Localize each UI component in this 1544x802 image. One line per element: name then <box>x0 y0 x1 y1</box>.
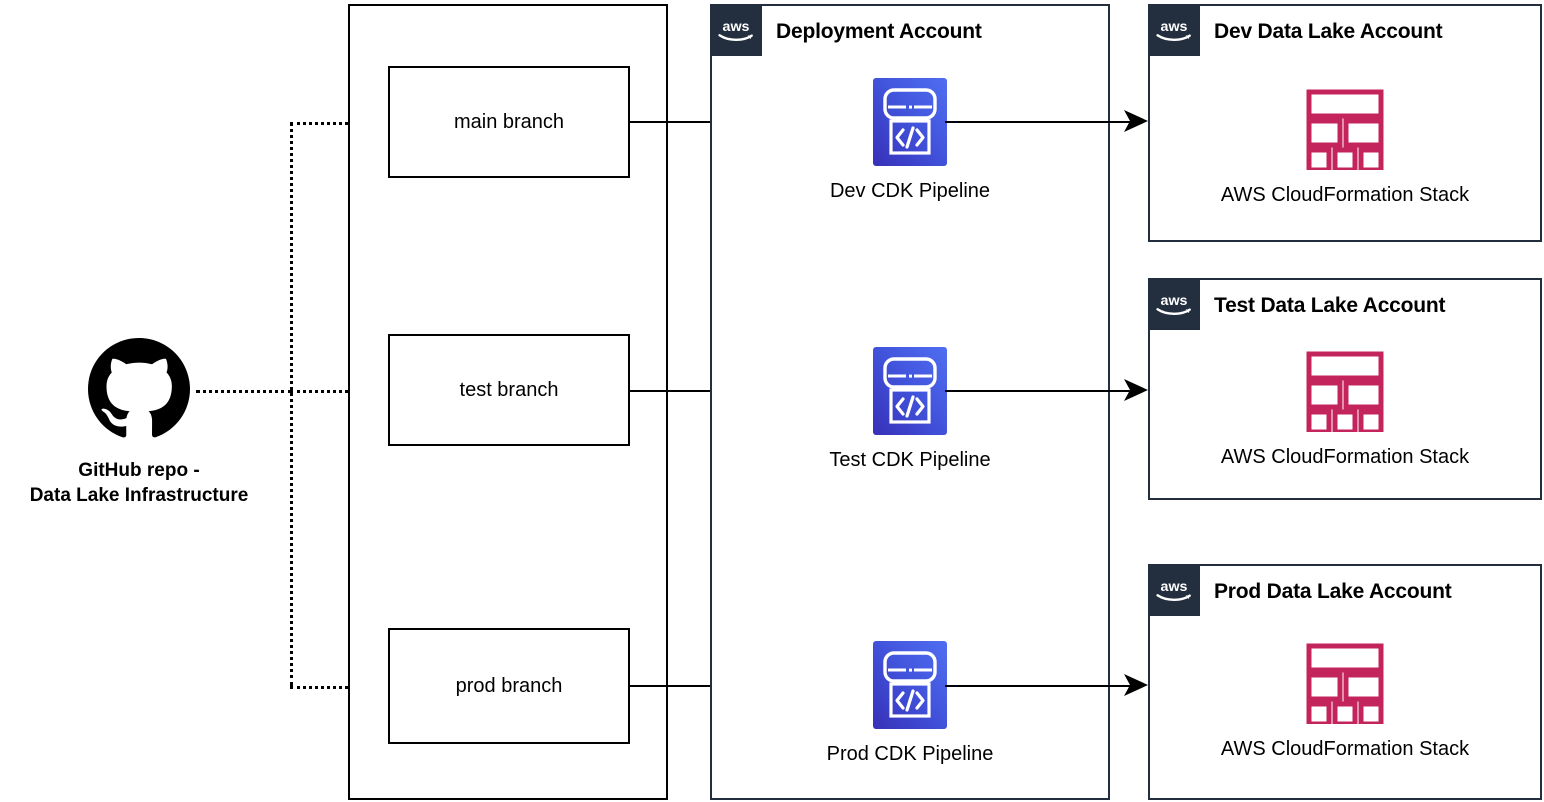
test-branch-box[interactable]: test branch <box>388 334 630 446</box>
aws-logo-icon: aws <box>1147 277 1200 330</box>
svg-text:aws: aws <box>1160 18 1187 34</box>
arrowhead-test-account <box>1124 379 1148 401</box>
prod-branch-label: prod branch <box>455 674 563 697</box>
test-cdk-pipeline-label: Test CDK Pipeline <box>829 449 991 471</box>
cdk-pipeline-icon <box>873 641 947 729</box>
svg-text:aws: aws <box>722 18 749 34</box>
dev-cdk-pipeline[interactable]: Dev CDK Pipeline <box>770 78 1050 203</box>
svg-text:aws: aws <box>1160 292 1187 308</box>
dotted-line-to-test-branch <box>290 390 372 393</box>
dev-cdk-pipeline-label: Dev CDK Pipeline <box>829 180 991 202</box>
dotted-line-to-main-branch <box>290 122 372 125</box>
cdk-pipeline-icon <box>873 347 947 435</box>
prod-cloudformation-stack[interactable]: AWS CloudFormation Stack <box>1205 642 1485 761</box>
deployment-account-title: Deployment Account <box>776 20 982 43</box>
test-cloudformation-stack-label: AWS CloudFormation Stack <box>1220 446 1470 468</box>
prod-branch-box[interactable]: prod branch <box>388 628 630 744</box>
github-repo-label-line2: Data Lake Infrastructure <box>29 485 249 507</box>
aws-logo-icon: aws <box>709 3 762 56</box>
cloudformation-stack-icon <box>1306 89 1384 170</box>
test-cloudformation-stack[interactable]: AWS CloudFormation Stack <box>1205 350 1485 469</box>
main-branch-box[interactable]: main branch <box>388 66 630 178</box>
github-repo-label-line1: GitHub repo - <box>78 460 200 481</box>
cloudformation-stack-icon <box>1306 351 1384 432</box>
test-data-lake-account-title: Test Data Lake Account <box>1214 294 1446 317</box>
test-branch-label: test branch <box>459 378 559 401</box>
line-test-pipeline-to-test-account <box>945 390 1133 392</box>
prod-cloudformation-stack-label: AWS CloudFormation Stack <box>1220 738 1470 760</box>
prod-cdk-pipeline-label: Prod CDK Pipeline <box>826 743 994 765</box>
svg-text:aws: aws <box>1160 578 1187 594</box>
github-to-trunk-dotted-line <box>196 390 292 393</box>
cdk-pipeline-icon <box>873 78 947 166</box>
dev-data-lake-account-title: Dev Data Lake Account <box>1214 20 1443 43</box>
test-cdk-pipeline[interactable]: Test CDK Pipeline <box>770 347 1050 472</box>
dotted-line-to-prod-branch <box>290 686 372 689</box>
aws-logo-icon: aws <box>1147 563 1200 616</box>
dev-data-lake-account-container: aws Dev Data Lake Account <box>1147 3 1542 242</box>
line-prod-pipeline-to-prod-account <box>945 685 1133 687</box>
dev-cloudformation-stack[interactable]: AWS CloudFormation Stack <box>1205 88 1485 207</box>
cloudformation-stack-icon <box>1306 643 1384 724</box>
prod-cdk-pipeline[interactable]: Prod CDK Pipeline <box>770 641 1050 766</box>
main-branch-label: main branch <box>453 110 565 133</box>
github-repo-label: GitHub repo - Data Lake Infrastructure <box>0 458 278 508</box>
line-dev-pipeline-to-dev-account <box>945 121 1133 123</box>
arrowhead-dev-account <box>1124 110 1148 132</box>
branch-fanout-trunk-dotted-line <box>290 122 293 686</box>
dev-cloudformation-stack-label: AWS CloudFormation Stack <box>1220 184 1470 206</box>
github-icon <box>88 338 190 440</box>
aws-logo-icon: aws <box>1147 3 1200 56</box>
prod-data-lake-account-title: Prod Data Lake Account <box>1214 580 1452 603</box>
arrowhead-prod-account <box>1124 674 1148 696</box>
